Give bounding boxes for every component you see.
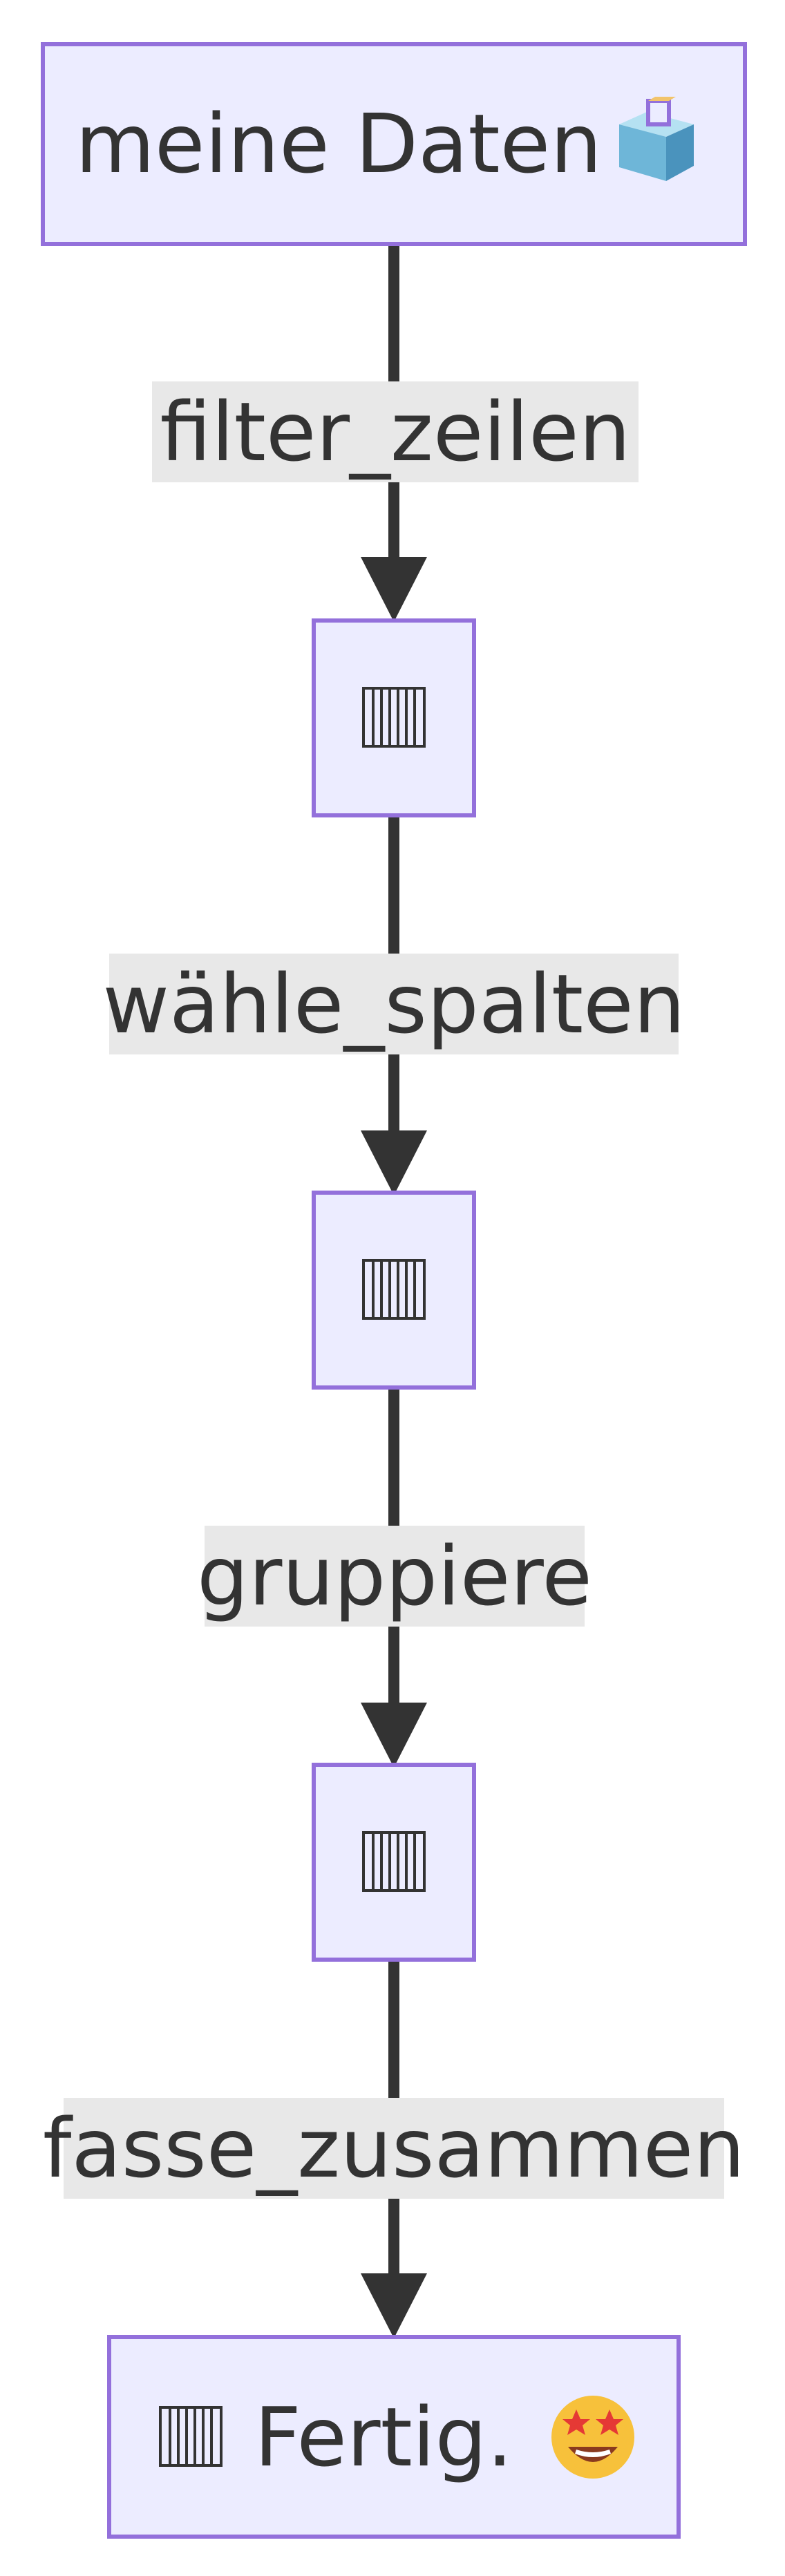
node-step-3 (312, 1763, 476, 1962)
edge-label-gruppiere-text: gruppiere (197, 1528, 592, 1624)
node-step-1 (312, 618, 476, 817)
node-meine-daten: meine Daten (41, 42, 747, 246)
edge-label-waehle-spalten-text: wähle_spalten (102, 956, 685, 1052)
node-fertig-label: Fertig. (254, 2389, 513, 2485)
edge-label-fasse-zusammen: fasse_zusammen (43, 2098, 745, 2199)
edge-label-fasse-zusammen-text: fasse_zusammen (43, 2101, 745, 2196)
edge-label-filter-zeilen: filter_zeilen (152, 381, 639, 482)
node-step-2 (312, 1191, 476, 1390)
node-meine-daten-label: meine Daten (75, 96, 602, 191)
edge-label-waehle-spalten: wähle_spalten (102, 954, 685, 1054)
node-fertig: Fertig. (107, 2335, 681, 2539)
edge-label-filter-zeilen-text: filter_zeilen (160, 384, 631, 480)
edge-label-gruppiere: gruppiere (197, 1526, 592, 1627)
star-struck-emoji-icon (551, 2396, 634, 2479)
ballot-box-icon (619, 97, 694, 181)
